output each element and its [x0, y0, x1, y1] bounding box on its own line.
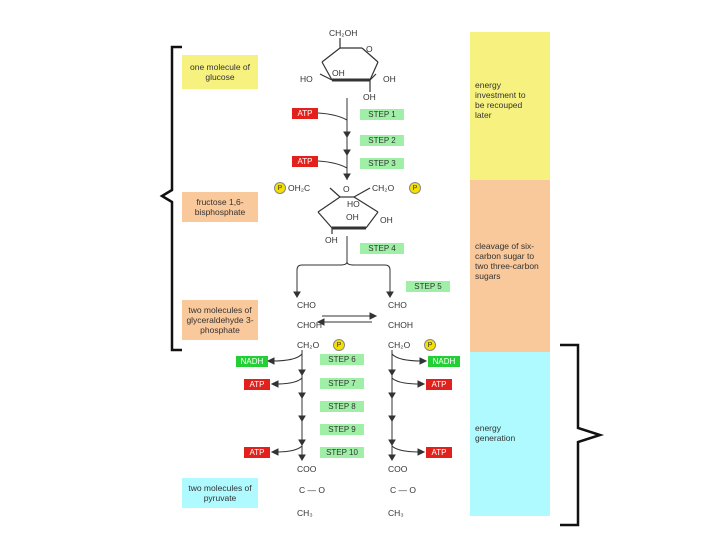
label-glucose: one molecule of glucose [182, 55, 258, 89]
phase-cleavage: cleavage of six-carbon sugar to two thre… [470, 180, 550, 352]
glucose-oh-bottom: OH [363, 92, 376, 102]
g3p-left-choh: CHOH [297, 320, 323, 330]
atp-output-step10-left: ATP [244, 447, 270, 458]
lower-paths [266, 350, 428, 461]
pyruvate-left-co: C — O [299, 485, 325, 495]
step-4: STEP 4 [360, 243, 404, 254]
pyruvate-right-coo: COO [388, 464, 408, 474]
g3p-left-ch2o: CH₂O [297, 340, 320, 350]
atp-output-step10-right: ATP [426, 447, 452, 458]
step-8: STEP 8 [320, 401, 364, 412]
glucose-ch2oh: CH₂OH [329, 28, 358, 38]
atp-output-step7-left: ATP [244, 379, 270, 390]
g3p-right-choh: CHOH [388, 320, 414, 330]
step-6: STEP 6 [320, 354, 364, 365]
step-7: STEP 7 [320, 378, 364, 389]
g3p-right-cho: CHO [388, 300, 407, 310]
atp-input-step1: ATP [292, 108, 318, 119]
phase-cleavage-text: cleavage of six-carbon sugar to two thre… [475, 241, 539, 281]
step-5: STEP 5 [406, 281, 450, 292]
step-3: STEP 3 [360, 158, 404, 169]
fructose-ring-bonds [317, 187, 379, 234]
atp-output-step7-right: ATP [426, 379, 452, 390]
glucose-oh-right: OH [383, 74, 396, 84]
phosphate-fructose-right: P [409, 182, 421, 194]
phase-energy-generation: energy generation [470, 352, 550, 516]
fructose-oh-bottom: OH [325, 235, 338, 245]
phosphate-g3p-right: P [424, 339, 436, 351]
g3p-right-ch2o: CH₂O [388, 340, 411, 350]
pyruvate-left-ch3: CH₃ [297, 508, 313, 518]
phase-investment-text: energy investment to be recouped later [475, 80, 526, 120]
glucose-ring-bonds [319, 38, 379, 92]
pyruvate-right-co: C — O [390, 485, 416, 495]
fructose-left-group: OH₂C [288, 183, 311, 193]
step-9: STEP 9 [320, 424, 364, 435]
step-1: STEP 1 [360, 109, 404, 120]
fructose-right-group: CH₂O [372, 183, 395, 193]
nadh-output-right: NADH [428, 356, 460, 367]
fructose-o: O [343, 184, 350, 194]
fructose-ho: HO [347, 199, 360, 209]
phase-generation-text: energy generation [475, 423, 516, 443]
label-pyruvate: two molecules of pyruvate [182, 478, 258, 508]
left-brace [159, 45, 182, 352]
label-fructose-bisphosphate: fructose 1,6-bisphosphate [182, 192, 258, 222]
step-10: STEP 10 [320, 447, 364, 458]
glucose-o: O [366, 44, 373, 54]
phase-energy-investment: energy investment to be recouped later [470, 32, 550, 180]
label-glyceraldehyde-phosphate: two molecules of glyceraldehyde 3-phosph… [182, 300, 258, 340]
phosphate-fructose-left: P [274, 182, 286, 194]
glucose-ho: HO [300, 74, 313, 84]
nadh-output-left: NADH [236, 356, 268, 367]
right-brace [560, 343, 605, 527]
fructose-oh-right: OH [380, 215, 393, 225]
atp-input-step3: ATP [292, 156, 318, 167]
glucose-oh-inner: OH [332, 68, 345, 78]
g3p-left-cho: CHO [297, 300, 316, 310]
pyruvate-right-ch3: CH₃ [388, 508, 404, 518]
fructose-oh-inner: OH [346, 212, 359, 222]
pyruvate-left-coo: COO [297, 464, 317, 474]
phosphate-g3p-left: P [333, 339, 345, 351]
main-path [317, 98, 351, 180]
step-2: STEP 2 [360, 135, 404, 146]
split-path [293, 236, 394, 326]
